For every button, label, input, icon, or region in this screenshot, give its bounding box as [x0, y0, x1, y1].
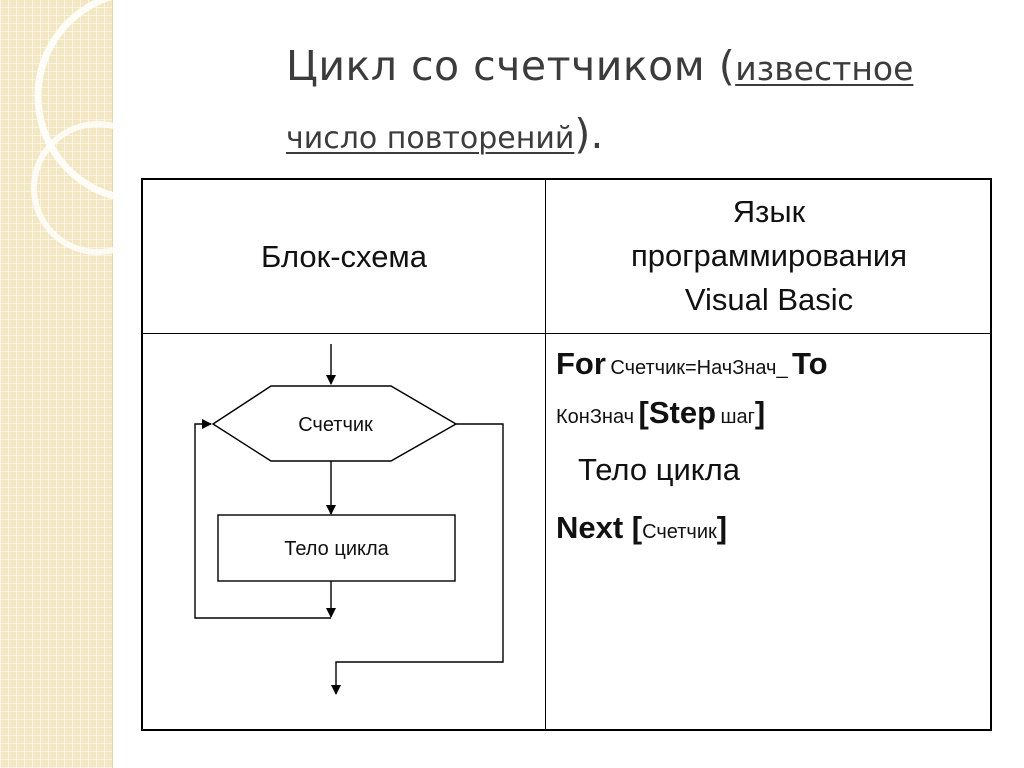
next-counter: Счетчик	[642, 521, 717, 543]
header-language-line-3: Visual Basic	[684, 282, 854, 317]
title-lead: Цикл со счетчиком (	[286, 42, 736, 90]
comparison-table: Блок-схема Язык программирования Visual …	[141, 178, 992, 731]
end-value: КонЗнач	[556, 406, 635, 428]
keyword-to: To	[792, 346, 828, 381]
code-line-body: Тело цикла	[578, 452, 740, 488]
header-language-line-1: Язык	[732, 194, 806, 229]
code-line-for: For Счетчик=НачЗнач_ To	[556, 346, 828, 382]
loop-body-rect	[217, 514, 456, 582]
table-row-divider	[143, 333, 990, 334]
table-column-divider	[545, 180, 546, 729]
exit-path-line	[331, 423, 504, 695]
title-underlined-repetitions: число повторений	[286, 121, 575, 156]
loop-back-line	[194, 419, 331, 619]
loop-body-label: Тело цикла	[284, 538, 389, 560]
loop-flowchart	[194, 344, 504, 695]
title-tail: ).	[574, 110, 604, 158]
step-value: шаг	[720, 406, 755, 428]
code-line-step: КонЗнач [Step шаг]	[556, 395, 765, 431]
next-close-bracket: ]	[716, 510, 728, 545]
header-programming-language: Язык программирования Visual Basic	[546, 190, 992, 322]
header-language-line-2: программирования	[630, 238, 908, 273]
keyword-step: [Step	[638, 395, 717, 430]
header-flowchart-label: Блок-схема	[260, 238, 427, 274]
keyword-next: Next [	[556, 510, 643, 545]
counter-label: Счетчик	[298, 414, 373, 436]
for-counter-start: Счетчик=НачЗнач_	[610, 357, 788, 379]
loop-body-text: Тело цикла	[578, 452, 741, 487]
code-line-next: Next [Счетчик]	[556, 510, 727, 546]
step-close-bracket: ]	[754, 395, 766, 430]
title-underlined-known: известное	[735, 49, 914, 88]
header-flowchart: Блок-схема	[143, 180, 545, 333]
keyword-for: For	[556, 346, 606, 381]
side-decoration-strip	[0, 0, 113, 768]
